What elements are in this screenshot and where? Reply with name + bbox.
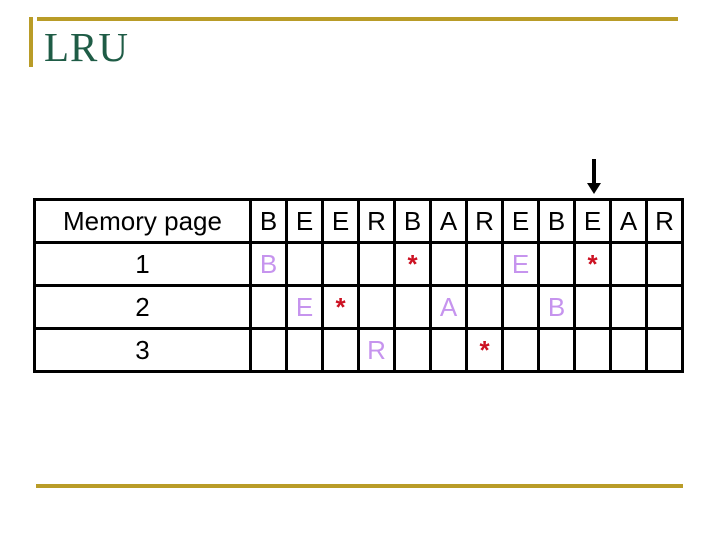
frame-3-cell-3: [321, 327, 360, 373]
frame-1-cell-11: [609, 241, 648, 287]
frame-2-cell-7: [465, 284, 504, 330]
frame-3-cell-4: R: [357, 327, 396, 373]
memory-page-header: Memory page: [33, 198, 252, 244]
reference-cell-4: R: [357, 198, 396, 244]
arrow-stem: [592, 159, 596, 184]
frame-3-cell-2: [285, 327, 324, 373]
frame-2-cell-2: E: [285, 284, 324, 330]
frame-label-3: 3: [33, 327, 252, 373]
frame-3-cell-9: [537, 327, 576, 373]
reference-cell-12: R: [645, 198, 684, 244]
frame-1-cell-1: B: [249, 241, 288, 287]
frame-1-cell-4: [357, 241, 396, 287]
frame-3-cell-1: [249, 327, 288, 373]
top-accent-line: [37, 17, 678, 21]
frame-1-cell-2: [285, 241, 324, 287]
reference-cell-10: E: [573, 198, 612, 244]
current-reference-arrow: [587, 159, 601, 194]
frame-1-cell-6: [429, 241, 468, 287]
frame-1-cell-9: [537, 241, 576, 287]
frame-2-cell-3: *: [321, 284, 360, 330]
reference-cell-2: E: [285, 198, 324, 244]
frame-2-cell-1: [249, 284, 288, 330]
frame-2-cell-9: B: [537, 284, 576, 330]
reference-cell-8: E: [501, 198, 540, 244]
left-accent-line: [29, 17, 33, 67]
frame-3-cell-12: [645, 327, 684, 373]
reference-cell-3: E: [321, 198, 360, 244]
frame-3-cell-11: [609, 327, 648, 373]
frame-3-cell-6: [429, 327, 468, 373]
frame-2-cell-5: [393, 284, 432, 330]
bottom-accent-line: [36, 484, 683, 488]
frame-2-cell-4: [357, 284, 396, 330]
frame-1-cell-12: [645, 241, 684, 287]
arrow-down-icon: [587, 183, 601, 194]
frame-1-cell-7: [465, 241, 504, 287]
reference-cell-5: B: [393, 198, 432, 244]
frame-3-cell-8: [501, 327, 540, 373]
frame-1-cell-3: [321, 241, 360, 287]
frame-3-cell-10: [573, 327, 612, 373]
reference-cell-11: A: [609, 198, 648, 244]
frame-label-1: 1: [33, 241, 252, 287]
reference-cell-1: B: [249, 198, 288, 244]
frame-1-cell-8: E: [501, 241, 540, 287]
frame-3-cell-5: [393, 327, 432, 373]
frame-1-cell-10: *: [573, 241, 612, 287]
reference-cell-9: B: [537, 198, 576, 244]
frame-1-cell-5: *: [393, 241, 432, 287]
frame-2-cell-8: [501, 284, 540, 330]
reference-cell-6: A: [429, 198, 468, 244]
frame-2-cell-11: [609, 284, 648, 330]
frame-3-cell-7: *: [465, 327, 504, 373]
slide-title: LRU: [44, 24, 129, 70]
frame-2-cell-12: [645, 284, 684, 330]
reference-cell-7: R: [465, 198, 504, 244]
frame-2-cell-6: A: [429, 284, 468, 330]
frame-label-2: 2: [33, 284, 252, 330]
frame-2-cell-10: [573, 284, 612, 330]
frame-row-3: 3 R *: [33, 327, 684, 373]
